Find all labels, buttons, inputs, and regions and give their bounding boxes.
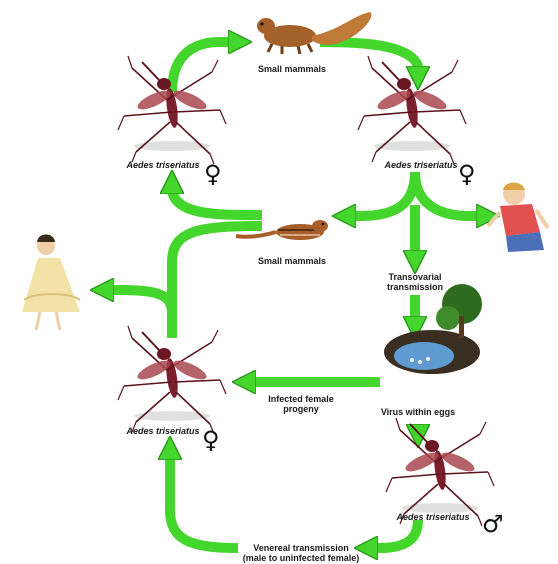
label-aedes-top-left: Aedes triseriatus: [118, 160, 208, 170]
label-small-mammals-mid: Small mammals: [252, 256, 332, 266]
water-pool-eggs-icon: [384, 284, 482, 374]
female-symbol: ♀: [458, 162, 476, 186]
female-symbol: ♀: [204, 162, 222, 186]
arrow-right-to-boy: [415, 172, 488, 216]
arrow-to-girl: [102, 290, 172, 312]
label-aedes-mid-left: Aedes triseriatus: [118, 426, 208, 436]
female-symbol: ♀: [202, 428, 220, 452]
label-transovarial-line1: Transovarial: [380, 272, 450, 282]
arrow-chipmunk-loop-left: [172, 226, 262, 338]
arrow-mosquito-to-squirrel: [172, 42, 240, 92]
label-virus-within-eggs: Virus within eggs: [368, 407, 468, 417]
label-venereal-line2: (male to uninfected female): [222, 553, 380, 563]
label-venereal-line1: Venereal transmission: [226, 543, 376, 553]
label-infected-progeny-line1: Infected female: [256, 394, 346, 404]
mosquito-icon: [118, 326, 226, 434]
child-girl-icon: [22, 235, 80, 331]
arrow-right-to-chipmunk: [344, 172, 415, 216]
label-aedes-top-right: Aedes triseriatus: [376, 160, 466, 170]
label-small-mammals-top: Small mammals: [252, 64, 332, 74]
male-symbol: ♂: [482, 512, 504, 536]
mosquito-icon: [358, 56, 466, 164]
label-infected-progeny-line2: progeny: [256, 404, 346, 414]
mosquito-icon: [386, 418, 494, 526]
label-aedes-bottom-right: Aedes triseriatus: [388, 512, 478, 522]
arrow-venereal-to-left-mosquito: [170, 448, 238, 548]
child-boy-icon: [488, 183, 548, 253]
label-transovarial-line2: transmission: [380, 282, 450, 292]
